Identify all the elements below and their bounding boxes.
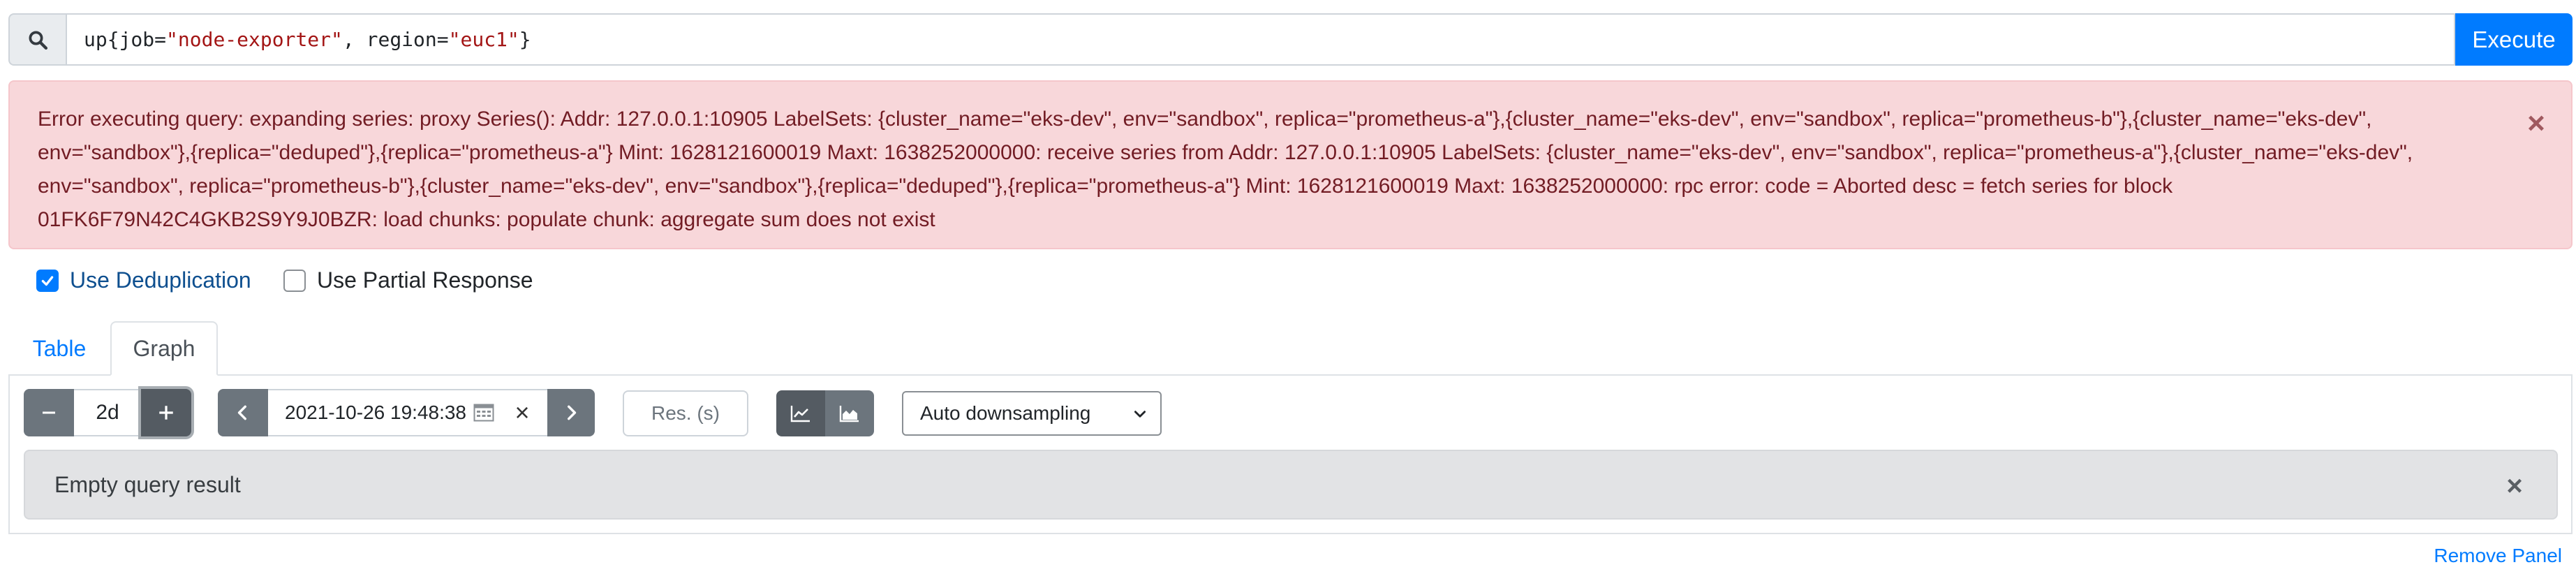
search-addon [8, 13, 66, 66]
decrease-range-button[interactable] [24, 389, 74, 436]
previous-time-button[interactable] [218, 389, 268, 436]
check-icon [41, 275, 54, 286]
expr-label-key: region= [366, 28, 449, 51]
dedup-label: Use Deduplication [70, 267, 251, 293]
error-message: Error executing query: expanding series:… [38, 108, 2413, 231]
partial-response-checkbox[interactable] [283, 269, 306, 292]
calendar-icon[interactable] [473, 403, 494, 422]
use-partial-response-option[interactable]: Use Partial Response [283, 267, 533, 293]
plus-icon [159, 406, 173, 420]
tab-graph[interactable]: Graph [110, 321, 218, 376]
next-time-button[interactable] [547, 389, 595, 436]
line-chart-button[interactable] [776, 390, 825, 436]
increase-range-button[interactable] [141, 389, 191, 436]
resolution-input[interactable]: Res. (s) [623, 390, 748, 436]
expr-prefix: up{ [84, 28, 119, 51]
query-bar: up{job="node-exporter", region="euc1"} E… [8, 13, 2573, 66]
close-icon[interactable]: × [2527, 106, 2545, 140]
stacked-chart-button[interactable] [825, 390, 874, 436]
downsampling-value: Auto downsampling [920, 402, 1091, 424]
downsampling-select[interactable]: Auto downsampling [902, 391, 1162, 436]
expression-input[interactable]: up{job="node-exporter", region="euc1"} [66, 13, 2455, 66]
empty-result-alert: Empty query result × [24, 450, 2558, 520]
partial-response-label: Use Partial Response [317, 267, 533, 293]
use-deduplication-option[interactable]: Use Deduplication [36, 267, 251, 293]
chevron-down-icon [1134, 411, 1146, 418]
line-chart-icon [790, 406, 810, 422]
close-icon[interactable]: × [2506, 470, 2523, 501]
chevron-right-icon [568, 405, 577, 420]
error-alert: Error executing query: expanding series:… [8, 80, 2573, 249]
end-time-input[interactable]: 2021-10-26 19:48:38 [268, 389, 547, 436]
expr-suffix: } [519, 28, 531, 51]
clear-time-icon[interactable]: × [515, 398, 530, 427]
stacked-chart-icon [839, 406, 859, 422]
search-icon [29, 31, 48, 50]
expr-label-value: "euc1" [448, 28, 519, 51]
execute-button[interactable]: Execute [2455, 13, 2573, 66]
remove-panel-link[interactable]: Remove Panel [2434, 545, 2562, 566]
expr-label-value: "node-exporter" [166, 28, 343, 51]
expr-separator: , [342, 28, 367, 51]
dedup-checkbox[interactable] [36, 269, 59, 292]
expr-label-key: job= [119, 28, 167, 51]
empty-result-message: Empty query result [54, 471, 241, 497]
chevron-left-icon [237, 405, 246, 420]
tab-table[interactable]: Table [32, 335, 87, 361]
range-input[interactable]: 2d [74, 389, 141, 436]
minus-icon [43, 411, 55, 414]
